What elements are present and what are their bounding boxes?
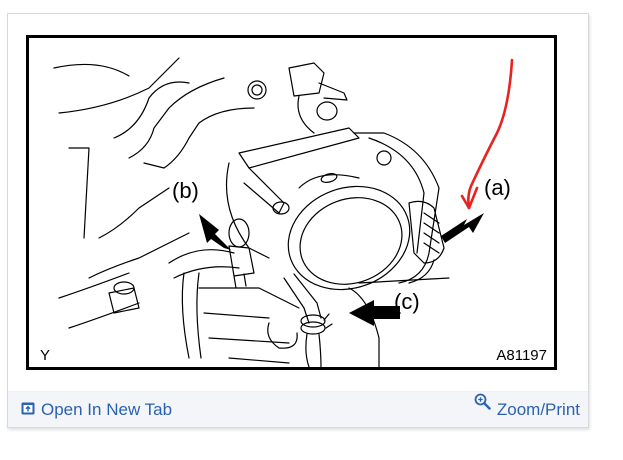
callout-a: (a) — [484, 175, 511, 200]
figure-card: (a) (b) (c) Y A81197 Open In New Tab — [7, 13, 589, 428]
open-new-tab-icon — [21, 400, 35, 420]
callout-arrows — [199, 213, 484, 326]
zoom-in-icon — [474, 393, 491, 415]
figure-id: A81197 — [496, 347, 547, 364]
zoom-print-link[interactable]: Zoom/Print — [474, 393, 580, 419]
open-in-new-tab-link[interactable]: Open In New Tab — [21, 400, 172, 420]
throttle-body-diagram: (a) (b) (c) Y A81197 — [26, 35, 557, 370]
callout-b: (b) — [172, 178, 199, 203]
zoom-print-label: Zoom/Print — [496, 400, 580, 419]
callout-c: (c) — [394, 289, 420, 314]
view-label: Y — [40, 347, 51, 364]
figure-footer: Open In New Tab Zoom/Print — [8, 391, 588, 427]
throttle-body-line-drawing — [53, 57, 484, 367]
red-annotation-arrow-icon — [460, 58, 514, 210]
open-in-new-tab-label: Open In New Tab — [41, 400, 173, 419]
